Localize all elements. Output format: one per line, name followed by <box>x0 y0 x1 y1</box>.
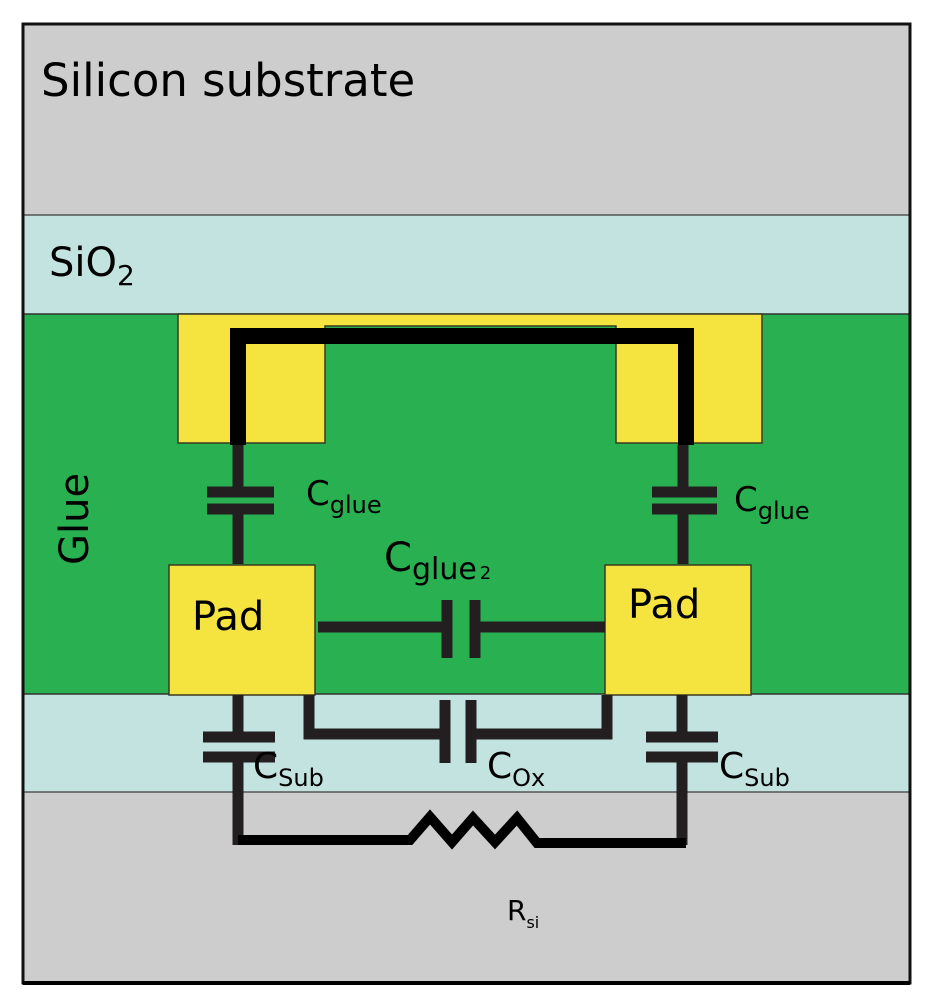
sio2-top-layer <box>23 215 910 314</box>
cglue-left-label: Cglue <box>306 474 382 519</box>
cox-label: COx <box>487 746 545 792</box>
csub-right-label: CSub <box>719 746 790 792</box>
glue-label: Glue <box>52 473 98 565</box>
cglue-right-label: Cglue <box>734 480 810 525</box>
top-electrode <box>177 313 763 444</box>
cglue-left-capacitor <box>207 445 274 564</box>
silicon-substrate-top-layer <box>23 24 910 215</box>
sio2-label: SiO2 <box>49 240 135 292</box>
rsi-resistor <box>238 809 686 850</box>
pad-left-label: Pad <box>192 594 264 640</box>
cox-capacitor <box>303 695 613 763</box>
pad-right <box>604 564 752 696</box>
silicon-substrate-label: Silicon substrate <box>41 54 415 107</box>
csub-right-capacitor <box>646 695 718 845</box>
rsi-label: Rsi <box>507 894 539 932</box>
cglue2-capacitor <box>318 600 605 658</box>
csub-left-capacitor <box>203 695 275 845</box>
top-trace-wire <box>230 328 694 445</box>
pad-right-label: Pad <box>628 582 700 628</box>
cglue-right-capacitor <box>652 445 717 564</box>
csub-left-label: CSub <box>253 746 324 792</box>
